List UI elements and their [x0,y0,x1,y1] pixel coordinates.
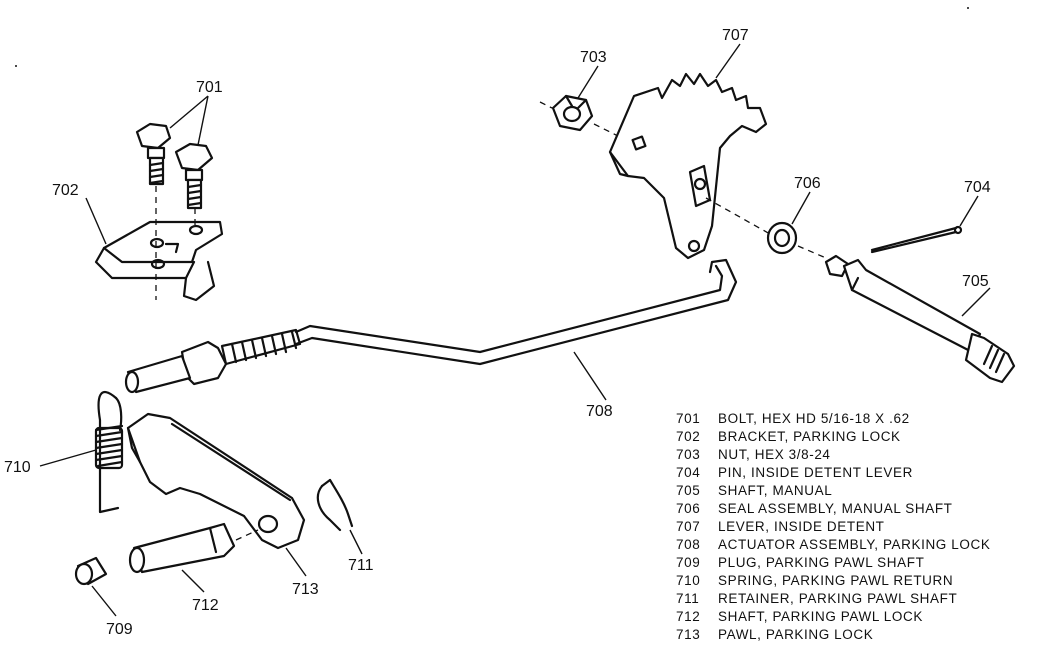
legend-part-description: LEVER, INSIDE DETENT [718,519,885,534]
bracket-702 [94,220,224,302]
retainer-711 [316,478,354,532]
legend-part-description: BOLT, HEX HD 5/16-18 X .62 [718,411,910,426]
legend-part-number: 711 [676,591,700,606]
seal-706 [766,221,798,255]
legend-part-description: SHAFT, MANUAL [718,483,833,498]
plug-709 [74,556,108,586]
callout-704: 704 [964,179,991,196]
legend-part-number: 703 [676,447,701,462]
callout-707: 707 [722,27,749,44]
legend-row: 705 SHAFT, MANUAL [676,482,1048,500]
legend-part-number: 710 [676,573,701,588]
bolt-701 [135,122,214,210]
spring-710 [94,391,124,514]
callout-705: 705 [962,273,989,290]
callout-710: 710 [4,459,31,476]
legend-part-description: RETAINER, PARKING PAWL SHAFT [718,591,958,606]
shaft-712 [128,522,236,574]
pin-704 [870,225,963,254]
legend-part-description: PAWL, PARKING LOCK [718,627,874,642]
legend-part-description: SEAL ASSEMBLY, MANUAL SHAFT [718,501,953,516]
legend-part-description: PIN, INSIDE DETENT LEVER [718,465,913,480]
nut-703 [551,94,594,132]
legend-row: 710 SPRING, PARKING PAWL RETURN [676,572,1048,590]
legend-part-description: ACTUATOR ASSEMBLY, PARKING LOCK [718,537,991,552]
legend-part-number: 707 [676,519,701,534]
legend-part-description: SHAFT, PARKING PAWL LOCK [718,609,923,624]
legend-row: 706 SEAL ASSEMBLY, MANUAL SHAFT [676,500,1048,518]
legend-part-number: 702 [676,429,701,444]
lever-707 [608,72,768,260]
legend-row: 701 BOLT, HEX HD 5/16-18 X .62 [676,410,1048,428]
callout-709: 709 [106,621,133,638]
legend-row: 702 BRACKET, PARKING LOCK [676,428,1048,446]
callout-701: 701 [196,79,223,96]
legend-part-description: BRACKET, PARKING LOCK [718,429,901,444]
legend-part-number: 705 [676,483,701,498]
legend-row: 709 PLUG, PARKING PAWL SHAFT [676,554,1048,572]
callout-711: 711 [348,557,374,574]
legend-part-description: SPRING, PARKING PAWL RETURN [718,573,954,588]
parts-legend: 701 BOLT, HEX HD 5/16-18 X .62 702 BRACKET,… [676,410,1048,644]
legend-part-number: 708 [676,537,701,552]
pawl-713 [126,412,306,550]
legend-part-description: NUT, HEX 3/8-24 [718,447,831,462]
legend-part-number: 713 [676,627,701,642]
legend-part-number: 701 [676,411,701,426]
callout-708: 708 [586,403,613,420]
legend-row: 707 LEVER, INSIDE DETENT [676,518,1048,536]
shaft-705 [824,254,1016,384]
legend-part-number: 706 [676,501,701,516]
legend-part-description: PLUG, PARKING PAWL SHAFT [718,555,925,570]
legend-row: 704 PIN, INSIDE DETENT LEVER [676,464,1048,482]
legend-part-number: 704 [676,465,701,480]
legend-row: 713 PAWL, PARKING LOCK [676,626,1048,644]
callout-706: 706 [794,175,821,192]
legend-row: 711 RETAINER, PARKING PAWL SHAFT [676,590,1048,608]
callout-712: 712 [192,597,219,614]
callout-713: 713 [292,581,319,598]
callout-703: 703 [580,49,607,66]
legend-row: 712 SHAFT, PARKING PAWL LOCK [676,608,1048,626]
actuator-708 [124,258,738,394]
callout-702: 702 [52,182,79,199]
legend-row: 708 ACTUATOR ASSEMBLY, PARKING LOCK [676,536,1048,554]
legend-part-number: 712 [676,609,701,624]
legend-row: 703 NUT, HEX 3/8-24 [676,446,1048,464]
legend-part-number: 709 [676,555,701,570]
